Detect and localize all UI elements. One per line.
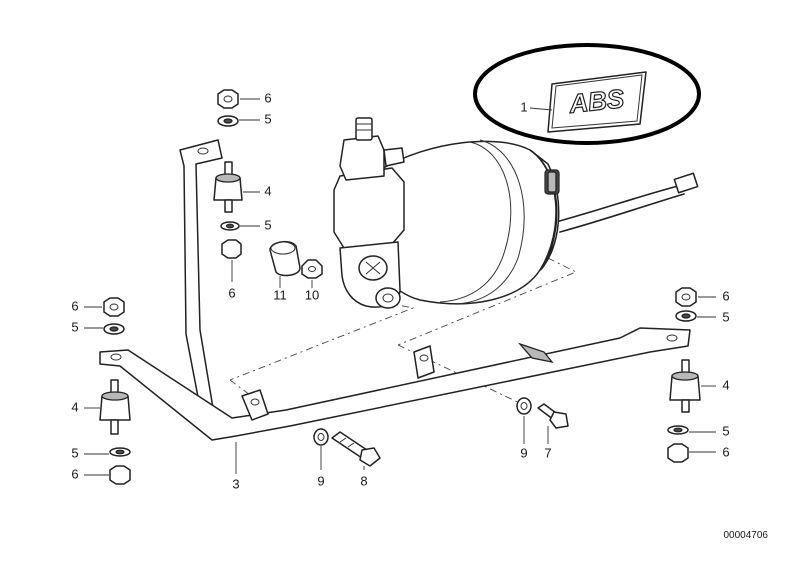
label-6a: 6 [264, 90, 271, 105]
mount-stack-top [213, 89, 260, 282]
label-5d: 5 [71, 445, 78, 460]
bracket-frame [99, 139, 691, 441]
label-6f: 6 [722, 444, 729, 459]
label-6d: 6 [71, 466, 78, 481]
label-3: 3 [232, 476, 239, 491]
highlight-ellipse [473, 43, 701, 145]
drawing-number: 00004706 [724, 530, 769, 541]
abs-badge-text: ABS [567, 83, 626, 119]
abs-badge: ABS [547, 71, 647, 133]
label-8: 8 [360, 473, 367, 488]
bottom-fasteners [235, 397, 569, 474]
part-labels: 1 3 4 4 4 5 5 5 5 5 5 6 6 6 6 6 6 7 8 9 … [71, 90, 729, 491]
label-9a: 9 [317, 473, 324, 488]
label-11: 11 [273, 287, 287, 302]
pump-motor [333, 117, 699, 309]
label-5a: 5 [264, 111, 271, 126]
label-6c: 6 [71, 298, 78, 313]
label-10: 10 [305, 287, 319, 302]
label-6e: 6 [722, 288, 729, 303]
mount-stack-left [84, 297, 131, 485]
label-5b: 5 [264, 217, 271, 232]
label-5f: 5 [722, 423, 729, 438]
label-9b: 9 [520, 445, 527, 460]
label-4a: 4 [264, 183, 271, 198]
label-4b: 4 [71, 399, 78, 414]
mount-stack-right [667, 287, 716, 463]
label-1: 1 [520, 99, 527, 114]
label-7: 7 [544, 445, 551, 460]
abs-badge-group: ABS [473, 43, 701, 145]
label-5c: 5 [71, 319, 78, 334]
label-4c: 4 [722, 377, 729, 392]
label-6b: 6 [228, 285, 235, 300]
spacer-and-nut [269, 240, 323, 288]
label-5e: 5 [722, 309, 729, 324]
